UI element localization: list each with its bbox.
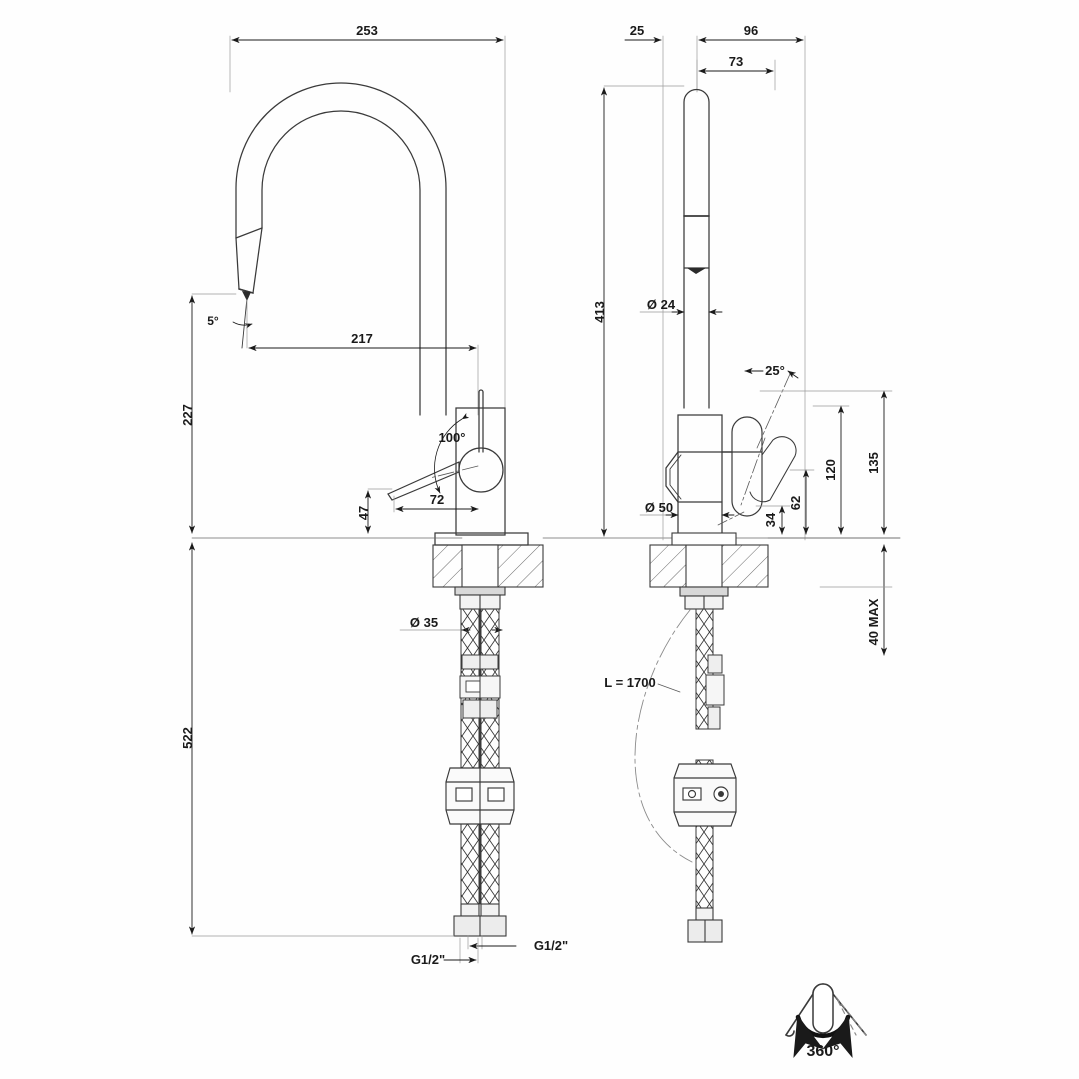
dim-d35-label: Ø 35 <box>410 615 438 630</box>
dim-40max-label: 40 MAX <box>866 598 881 645</box>
dim-413: 413 <box>592 85 685 537</box>
swivel-360-symbol: 360° <box>785 983 867 1060</box>
swivel-360-label: 360° <box>806 1043 839 1060</box>
dim-34: 34 <box>717 505 791 535</box>
dim-d50-label: Ø 50 <box>645 500 673 515</box>
spout-column-side <box>683 88 710 409</box>
inlet-nuts-front <box>453 903 507 937</box>
dim-522-label: 522 <box>180 727 195 749</box>
dim-g12-right: G1/2" <box>467 935 568 953</box>
countertop-front <box>191 537 901 588</box>
dim-120: 120 <box>812 405 850 535</box>
dim-47: 47 <box>356 488 393 534</box>
dim-g12-left-label: G1/2" <box>411 952 445 967</box>
dim-135-label: 135 <box>866 452 881 474</box>
dim-413-label: 413 <box>592 301 607 323</box>
dim-47-label: 47 <box>356 506 371 520</box>
dim-34-label: 34 <box>763 512 778 527</box>
dim-522: 522 <box>180 542 455 937</box>
front-view-group: 253 5° 217 <box>180 23 901 967</box>
dim-hose-length-label: L = 1700 <box>604 675 655 690</box>
side-view-group: 25 96 73 413 <box>592 23 901 943</box>
countertop-side <box>649 532 901 588</box>
dim-g12-left: G1/2" <box>411 937 479 967</box>
dim-227-label: 227 <box>180 404 195 426</box>
dim-25deg-label: 25° <box>765 363 785 378</box>
dim-96-label: 96 <box>744 23 758 38</box>
dim-25: 25 <box>624 23 664 541</box>
hose-length-indicator: L = 1700 <box>604 609 693 863</box>
dim-25-label: 25 <box>630 23 644 38</box>
dim-62: 62 <box>788 469 815 535</box>
dim-253-label: 253 <box>356 23 378 38</box>
dim-73-label: 73 <box>729 54 743 69</box>
mounting-nut-side <box>679 586 729 610</box>
spray-stream-5deg: 5° <box>207 297 253 349</box>
dim-d50: Ø 50 <box>639 500 735 519</box>
dim-253: 253 <box>229 23 506 416</box>
dim-40max: 40 MAX <box>819 544 893 656</box>
dim-72: 72 <box>393 492 479 513</box>
dim-120-label: 120 <box>823 459 838 481</box>
body-side <box>665 414 723 536</box>
spray-head <box>235 227 263 301</box>
braided-hoses-front <box>459 608 501 905</box>
inlet-nut-side <box>687 907 723 943</box>
dim-d24-label: Ø 24 <box>647 297 676 312</box>
dim-72-label: 72 <box>430 492 444 507</box>
braided-hose-side <box>695 608 725 911</box>
lever-handle-side <box>721 416 797 517</box>
dim-g12-right-label: G1/2" <box>534 938 568 953</box>
dim-5deg-label: 5° <box>207 314 219 328</box>
body-column <box>434 389 529 546</box>
counterweight-front <box>445 767 515 825</box>
dim-25deg: 25° <box>740 363 799 506</box>
dim-227: 227 <box>180 293 237 534</box>
mounting-nut-front <box>454 586 506 610</box>
lever-handle-front: 100° <box>387 413 479 501</box>
dim-135: 135 <box>759 390 893 535</box>
dim-100deg-label: 100° <box>439 430 466 445</box>
dim-d24: Ø 24 <box>639 297 723 316</box>
dim-73: 73 <box>696 54 776 91</box>
dim-217: 217 <box>246 299 479 416</box>
dim-217-label: 217 <box>351 331 373 346</box>
counterweight-side <box>673 763 737 827</box>
spout-gooseneck <box>235 82 447 416</box>
dim-62-label: 62 <box>788 496 803 510</box>
dim-96: 96 <box>696 23 806 541</box>
